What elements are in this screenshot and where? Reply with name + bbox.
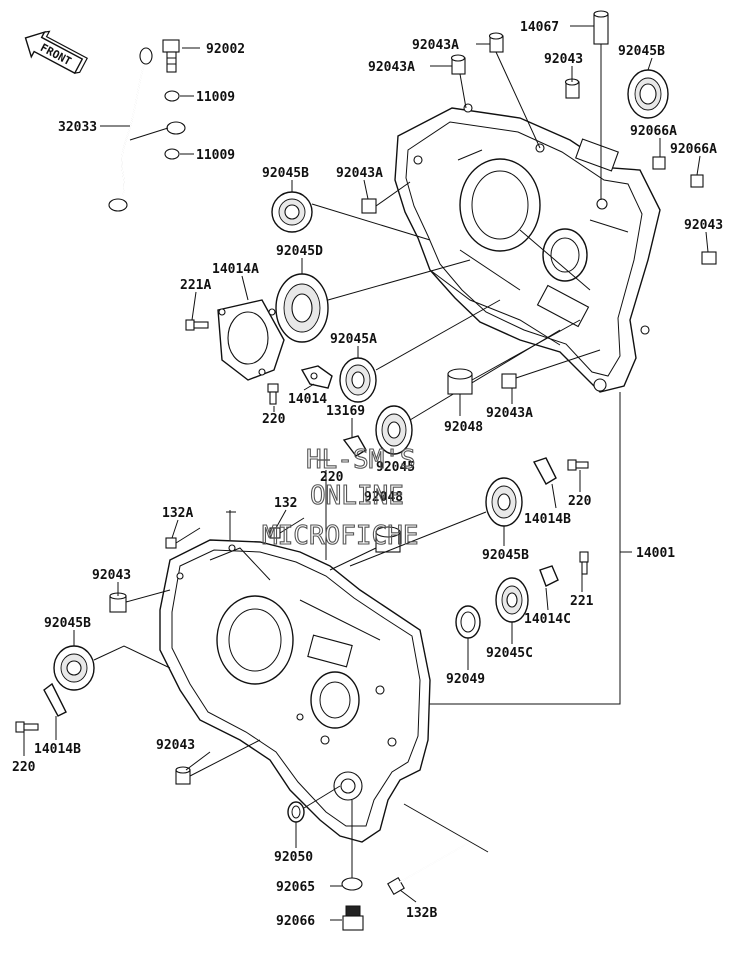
label-11009-a: 11009 [196,90,235,105]
label-92043a-left: 92043A [336,166,383,181]
label-92045b-upperleft: 92045B [262,166,309,181]
bearing-92045b-upperleft [271,191,313,233]
plate-14014b-mid [532,457,557,485]
lower-crankcase [159,539,431,843]
washer-11009-b [164,148,180,160]
label-221: 221 [570,594,594,609]
bolt-132b [387,841,471,895]
watermark-line-3: MICROFICHE [262,521,419,551]
dowel-92043-lower [175,766,191,785]
seal-92050 [287,801,305,823]
label-14014c: 14014C [524,612,571,627]
sleeve-92048-lower [375,526,401,553]
label-92043a-1: 92043A [412,38,459,53]
bracket-14014 [300,365,333,389]
bearing-92045c [495,577,529,623]
leader-lines [23,25,709,921]
label-92045b-mid: 92045B [482,548,529,563]
label-92065: 92065 [276,880,315,895]
sleeve-92048-upper [447,368,473,395]
watermark-line-1: HL-SM'S [306,445,416,475]
bolt-221a [185,319,209,331]
label-92043-top: 92043 [544,52,583,67]
plate-14014a [217,299,285,381]
watermark-line-2: ONLINE [310,481,404,511]
label-92048-upper: 92048 [444,420,483,435]
bearing-92045b-lowerleft [53,645,95,691]
label-221a: 221A [180,278,211,293]
bolt-220-mid [567,459,589,471]
label-92045c: 92045C [486,646,533,661]
label-92045d: 92045D [276,244,323,259]
label-92050: 92050 [274,850,313,865]
plug-92066 [342,905,364,931]
washer-92065 [341,877,363,891]
washer-11009-a [164,90,180,102]
bolt-221 [579,551,589,575]
label-14014b-mid: 14014B [524,512,571,527]
dowel-92043-right [701,251,717,265]
label-220-lowerleft: 220 [12,760,36,775]
label-92043-right: 92043 [684,218,723,233]
label-132: 132 [274,496,297,511]
oil-pipe-32033 [108,47,186,212]
bearing-92045a [339,357,377,403]
label-14014b-lowerleft: 14014B [34,742,81,757]
part-labels: 92002 11009 32033 11009 92043A 92043A 14… [12,20,723,929]
dowel-92043a-1 [488,32,504,53]
label-92002: 92002 [206,42,245,57]
label-92045b-topright: 92045B [618,44,665,59]
bolt-220-lowerleft [15,721,39,733]
label-92043-lowerleft: 92043 [92,568,131,583]
bolt-92002 [162,39,180,73]
label-220-mid: 220 [568,494,592,509]
watermark: HL-SM'S ONLINE MICROFICHE [261,444,419,551]
dowel-92043a-mid [501,373,517,389]
label-92066a-1: 92066A [630,124,677,139]
bearing-92045b-mid [485,477,523,527]
label-132b: 132B [406,906,437,921]
label-92048-lower: 92048 [364,490,403,505]
label-220-a: 220 [262,412,286,427]
bolt-132 [269,517,305,539]
bearing-92045b-topright [627,69,669,119]
label-14014: 14014 [288,392,327,407]
label-92045b-lowerleft: 92045B [44,616,91,631]
label-13169: 13169 [326,404,365,419]
dowel-92043a-2 [450,54,466,75]
label-92043a-mid: 92043A [486,406,533,421]
cap-14014c [539,565,559,587]
bearing-92045d [275,273,329,343]
front-arrow-icon: FRONT [24,30,88,75]
bolt-132a [165,527,201,549]
label-14014a: 14014A [212,262,259,277]
seal-92049 [455,605,481,639]
label-92045: 92045 [376,460,415,475]
label-92043a-2: 92043A [368,60,415,75]
plate-14014b-lowerleft [43,682,67,717]
label-220-b: 220 [320,470,344,485]
bolt-220-a [267,383,279,405]
bracket-13169 [342,435,367,457]
dowel-92043a-left [361,198,377,214]
cap-92066a-2 [690,174,704,188]
label-92045a: 92045A [330,332,377,347]
cap-92066a-1 [652,156,666,170]
label-32033: 32033 [58,120,97,135]
label-92066a-2: 92066A [670,142,717,157]
label-92049: 92049 [446,672,485,687]
label-14067: 14067 [520,20,559,35]
label-11009-b: 11009 [196,148,235,163]
label-132a: 132A [162,506,193,521]
label-14001: 14001 [636,546,675,561]
label-92043-lower: 92043 [156,738,195,753]
pin-14067 [593,10,609,45]
upper-crankcase [394,103,661,393]
label-92066: 92066 [276,914,315,929]
bearing-92045 [375,405,413,455]
